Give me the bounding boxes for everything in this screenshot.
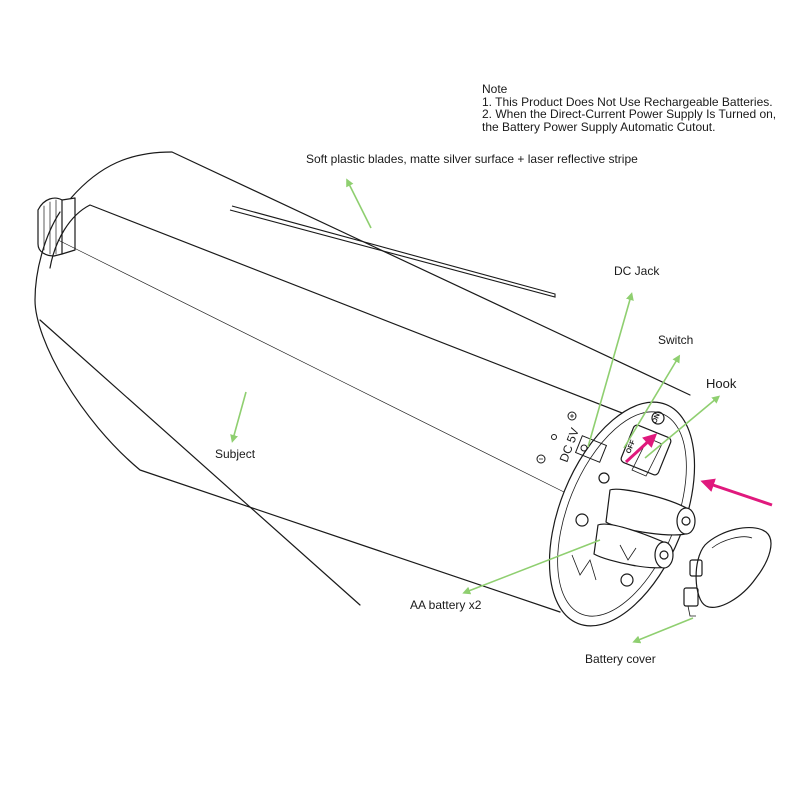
note-title: Note: [482, 82, 508, 96]
callout-arrows: [230, 178, 721, 644]
dc-jack-label: DC Jack: [614, 264, 660, 278]
aa-battery-label: AA battery x2: [410, 598, 482, 612]
note-line-1: 1. This Product Does Not Use Rechargeabl…: [482, 94, 773, 109]
blades-label: Soft plastic blades, matte silver surfac…: [306, 152, 638, 166]
insert-arrows: [624, 433, 773, 507]
end-cap: [548, 401, 696, 627]
aa-battery-callout-arrow: [462, 539, 601, 595]
plastic-blade: [229, 205, 556, 298]
subject-label: Subject: [215, 447, 256, 461]
subject-callout-arrow: [230, 391, 247, 443]
device-body: [34, 151, 691, 613]
note-line-3: the Battery Power Supply Automatic Cutou…: [482, 119, 716, 134]
dc-jack: [536, 411, 608, 464]
hook-insert-arrow: [624, 433, 658, 464]
switch-label: Switch: [658, 333, 694, 347]
on-mark-text: ON: [651, 412, 661, 424]
hook-callout-arrow: [644, 395, 721, 459]
note-block: Note 1. This Product Does Not Use Rechar…: [482, 83, 776, 133]
hook-label: Hook: [706, 376, 737, 391]
battery-cover-callout-arrow: [632, 617, 694, 644]
battery-cover: [683, 526, 772, 617]
note-line-2: 2. When the Direct-Current Power Supply …: [482, 107, 777, 121]
blades-callout-arrow: [346, 178, 372, 229]
switch-callout-arrow: [623, 354, 681, 449]
dc-jack-callout-arrow: [587, 292, 634, 448]
battery-cover-label: Battery cover: [585, 652, 656, 666]
cover-insert-arrow: [700, 478, 773, 507]
